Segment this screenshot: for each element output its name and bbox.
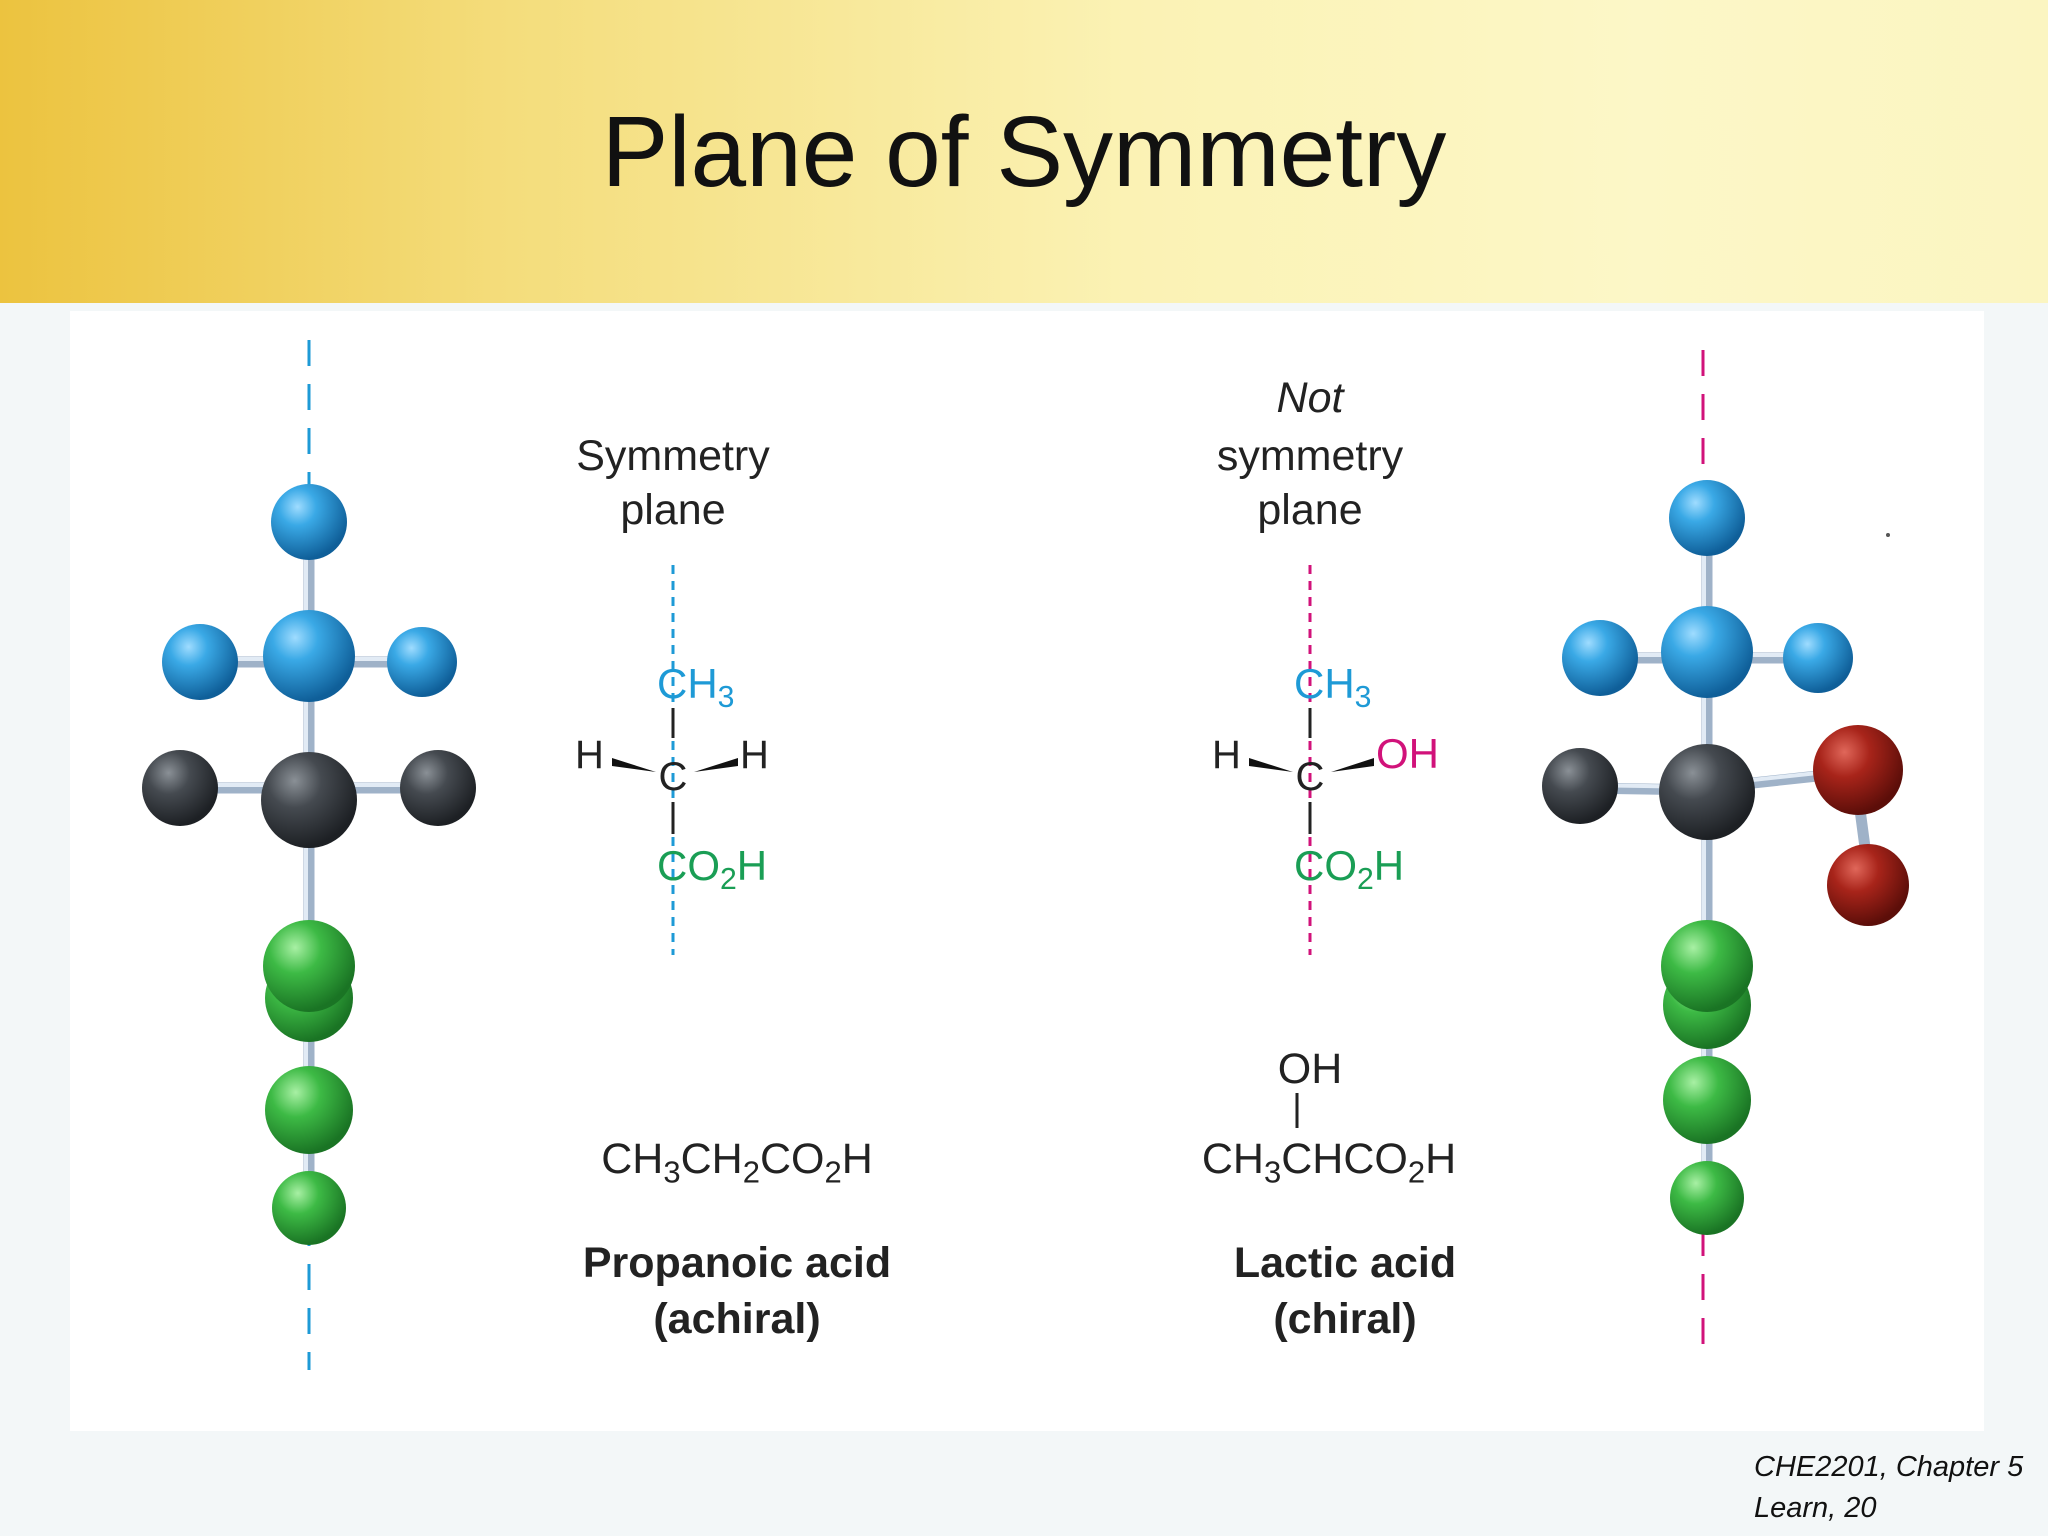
left-center-atom: C (659, 755, 688, 799)
propanoic-acid-structure: Symmetry plane CH3 H C H CO2H CH3CH2CO2H… (575, 432, 891, 1343)
lactic-acid-3d-model (1542, 350, 1909, 1345)
lactic-substituent: OH (1278, 1045, 1343, 1093)
lactic-condensed-formula: CH3CHCO2H (1202, 1135, 1456, 1190)
right-top-group: CH3 (1294, 660, 1371, 714)
propanoic-acid-3d-model (142, 340, 476, 1370)
left-right-atom: H (740, 733, 769, 777)
propanoic-acid-name: Propanoic acid (583, 1239, 891, 1287)
not-plane-label-line1: Not (1277, 374, 1346, 422)
right-left-atom: H (1212, 733, 1241, 777)
lactic-acid-name: Lactic acid (1234, 1239, 1456, 1287)
not-plane-label-line2: symmetry (1217, 432, 1404, 480)
slide-footer: CHE2201, Chapter 5 Learn, 20 (1754, 1447, 2023, 1529)
left-left-atom: H (575, 733, 604, 777)
title-banner: Plane of Symmetry (0, 0, 2048, 303)
propanoic-chirality: (achiral) (653, 1295, 820, 1343)
footer-course: CHE2201, Chapter 5 (1754, 1451, 2024, 1483)
left-top-group: CH3 (657, 660, 734, 714)
lactic-chirality: (chiral) (1273, 1295, 1416, 1343)
propanoic-condensed-formula: CH3CH2CO2H (601, 1135, 873, 1190)
symmetry-plane-label-line2: plane (620, 486, 725, 534)
right-right-group: OH (1376, 730, 1439, 777)
symmetry-plane-label-line1: Symmetry (576, 432, 770, 480)
not-plane-label-line3: plane (1257, 486, 1362, 534)
left-bottom-group: CO2H (657, 842, 767, 896)
figure-panel (70, 311, 1984, 1431)
right-center-atom: C (1296, 755, 1325, 799)
slide-title: Plane of Symmetry (601, 96, 1447, 208)
lactic-acid-structure: Not symmetry plane CH3 H C OH CO2H OH CH… (1202, 374, 1456, 1343)
right-bottom-group: CO2H (1294, 842, 1404, 896)
footer-page: Learn, 20 (1754, 1492, 1877, 1524)
